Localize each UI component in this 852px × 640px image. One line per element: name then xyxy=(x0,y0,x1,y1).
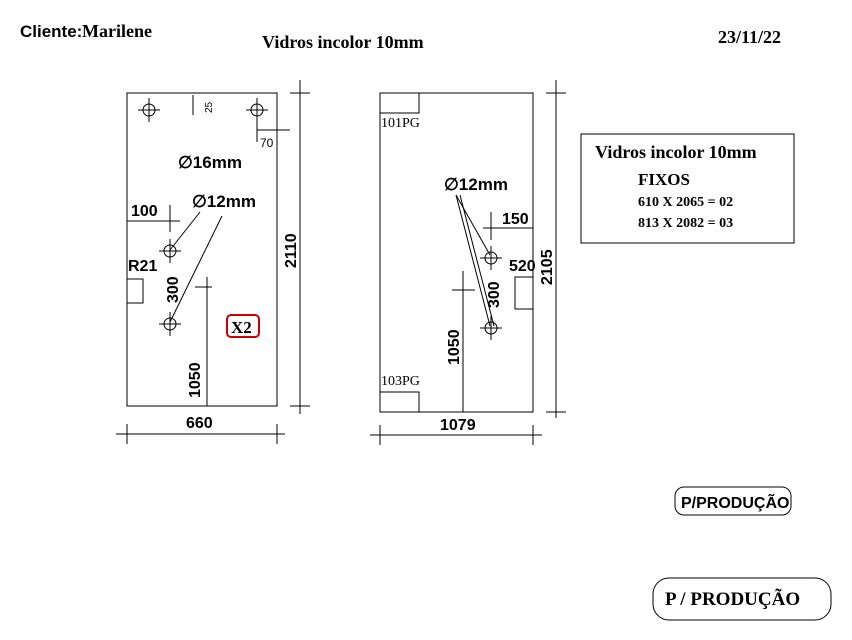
hole-mid-lower xyxy=(159,312,181,336)
quantity-badge: X2 xyxy=(231,318,252,337)
hole-right-upper xyxy=(480,246,502,270)
info-box-frame xyxy=(580,133,795,244)
client-label: Cliente: xyxy=(20,22,82,41)
dim-width-right-label: 1079 xyxy=(440,417,476,434)
dim-1050-label-right: 1050 xyxy=(446,329,463,365)
dim-25-label: 25 xyxy=(204,101,215,113)
client-name: Marilene xyxy=(82,21,152,41)
dim-height-right-label: 2105 xyxy=(539,249,556,285)
leader-line-3 xyxy=(455,194,491,256)
info-box: Vidros incolor 10mm FIXOS 610 X 2065 = 0… xyxy=(580,133,795,244)
leader-line-1 xyxy=(169,211,201,251)
hinge-bottom-box xyxy=(379,391,420,413)
info-box-line-2: 813 X 2082 = 03 xyxy=(638,216,733,231)
hinge-top-box xyxy=(379,92,420,114)
hole-mid-upper xyxy=(159,239,181,263)
dim-150-label: 150 xyxy=(502,211,529,228)
info-box-title: Vidros incolor 10mm xyxy=(595,142,757,162)
dim-height-left-label: 2110 xyxy=(283,233,300,268)
leader-line-5 xyxy=(459,194,495,327)
hole-right-lower xyxy=(480,316,502,340)
hole-16mm-label: ∅16mm xyxy=(178,153,242,172)
hole-12mm-label: ∅12mm xyxy=(192,192,256,211)
panel-left: 25 70 ∅16mm ∅12mm 100 R21 300 1050 X2 xyxy=(116,80,310,444)
stamp-production-large-label: P / PRODUÇÃO xyxy=(665,588,800,610)
quantity-badge-box xyxy=(226,314,260,338)
notch-left xyxy=(126,278,144,304)
page-title: Vidros incolor 10mm xyxy=(262,32,424,52)
dim-width-left-label: 660 xyxy=(186,415,213,432)
panel-right: 101PG 103PG ∅12mm 150 520 300 1050 2105 xyxy=(370,80,566,445)
leader-line-2 xyxy=(169,215,223,323)
panel-right-outline xyxy=(379,92,534,413)
info-box-subtitle: FIXOS xyxy=(638,170,690,189)
radius-label: R21 xyxy=(128,258,157,275)
date: 23/11/22 xyxy=(718,27,781,47)
hinge-top-label: 101PG xyxy=(381,116,420,131)
dim-1050-label: 1050 xyxy=(187,362,204,398)
info-box-line-1: 610 X 2065 = 02 xyxy=(638,195,733,210)
dim-300-label: 300 xyxy=(165,276,182,303)
notch-right xyxy=(514,276,534,310)
stamp-production-small-label: P/PRODUÇÃO xyxy=(681,492,789,512)
dim-70-label: 70 xyxy=(260,136,274,150)
dim-300-label-right: 300 xyxy=(486,281,503,308)
hole-top-left xyxy=(138,98,160,122)
hole-12mm-label-right: ∅12mm xyxy=(444,175,508,194)
stamp-production-large: P / PRODUÇÃO xyxy=(652,577,832,621)
dim-520-label: 520 xyxy=(509,258,536,275)
dim-100-label: 100 xyxy=(131,203,158,220)
leader-line-4 xyxy=(455,194,491,327)
hinge-bottom-label: 103PG xyxy=(381,374,420,389)
stamp-production-small: P/PRODUÇÃO xyxy=(674,486,792,516)
hole-top-right xyxy=(246,98,268,122)
panel-left-outline xyxy=(126,92,278,407)
